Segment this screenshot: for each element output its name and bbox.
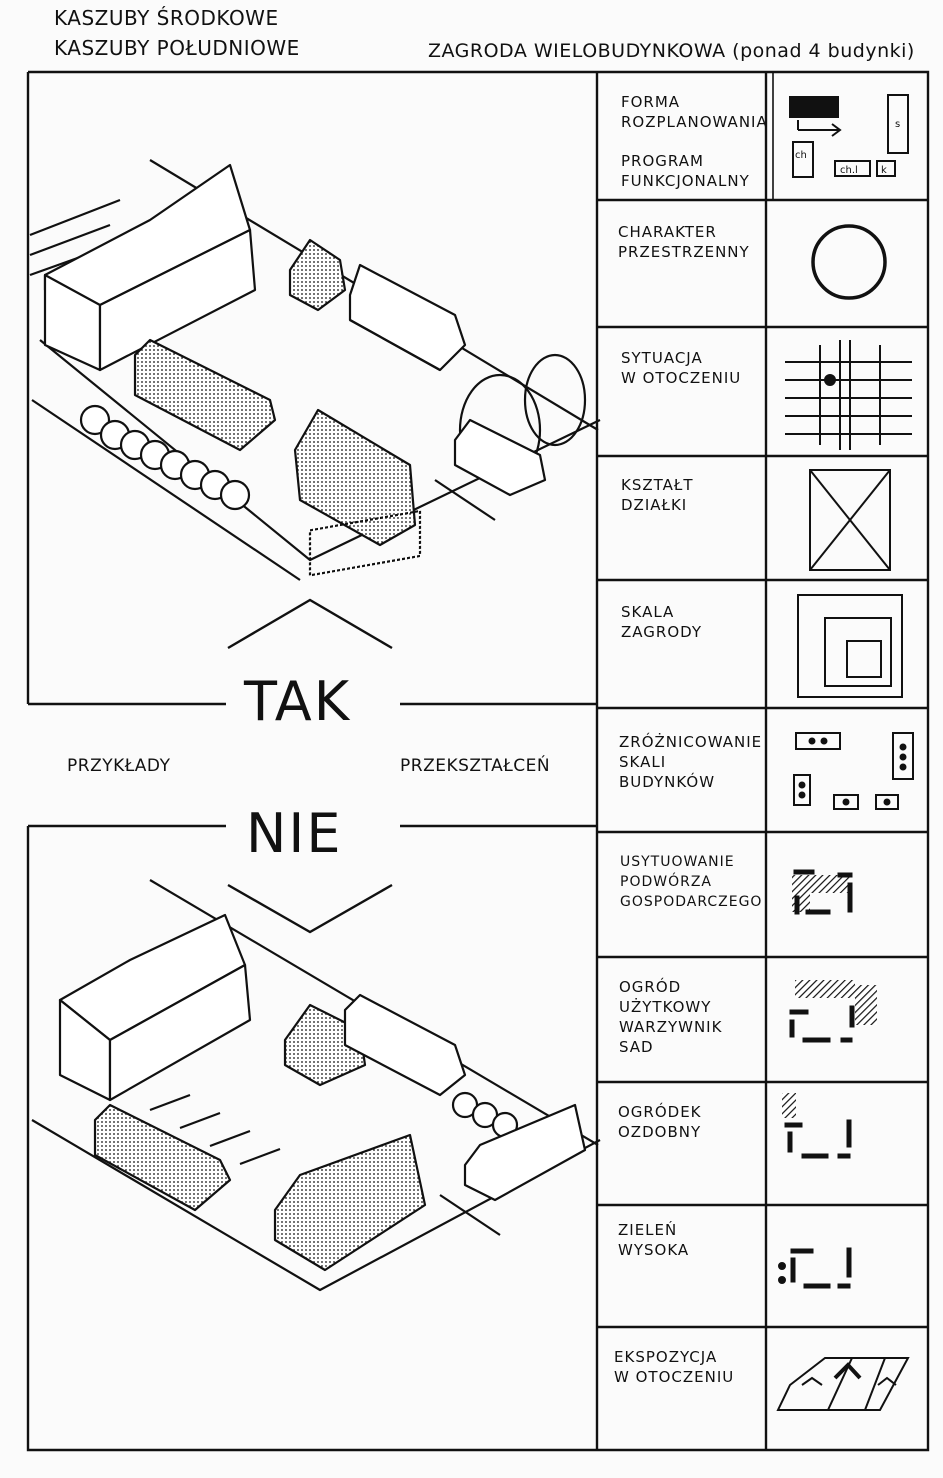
plot-shape-symbol — [809, 469, 891, 571]
farm-scale-symbol — [797, 594, 903, 698]
criterion-tall-greenery: ZIELEŃ WYSOKA — [618, 1221, 690, 1259]
label-ch: ch — [795, 150, 807, 161]
criterion-exposure: EKSPOZYCJA W OTOCZENIU — [614, 1348, 735, 1386]
region-line-2: KASZUBY POŁUDNIOWE — [54, 36, 300, 60]
criterion-farm-scale: SKALA ZAGRODY — [621, 603, 703, 641]
criterion-building-scale: ZRÓŻNICOWANIE SKALI BUDYNKÓW — [619, 733, 763, 791]
ornamental-garden-symbol — [782, 1093, 852, 1159]
outer-frame — [26, 70, 930, 1452]
criterion-layout-form: FORMA ROZPLANOWANIA — [621, 93, 768, 131]
good-farmstead-illustration — [29, 159, 601, 581]
region-line-1: KASZUBY ŚRODKOWE — [54, 6, 279, 30]
criteria-row-lines — [597, 198, 928, 1329]
label-chl: ch.l — [840, 165, 858, 176]
criterion-situation: SYTUACJA W OTOCZENIU — [621, 349, 742, 387]
layout-form-symbol — [789, 94, 909, 178]
criterion-functional-program: PROGRAM FUNKCJONALNY — [621, 152, 750, 190]
yes-label: TAK — [244, 670, 352, 733]
label-s: s — [895, 119, 900, 130]
down-chevron — [227, 883, 393, 934]
up-chevron — [227, 598, 393, 650]
bad-farmstead-illustration — [31, 879, 601, 1292]
criterion-yard-placement: USYTUOWANIE PODWÓRZA GOSPODARCZEGO — [620, 854, 763, 910]
situation-grid-symbol — [785, 340, 912, 450]
no-label: NIE — [246, 802, 343, 865]
criterion-spatial-character: CHARAKTER PRZESTRZENNY — [618, 223, 750, 261]
transformations-label: PRZEKSZTAŁCEŃ — [400, 756, 551, 776]
criterion-utility-garden: OGRÓD UŻYTKOWY WARZYWNIK SAD — [619, 978, 723, 1056]
label-k: k — [881, 165, 887, 176]
yard-placement-symbol — [792, 869, 853, 915]
tall-greenery-symbol — [778, 1247, 852, 1289]
examples-label: PRZYKŁADY — [67, 756, 171, 776]
spatial-character-symbol — [811, 224, 887, 300]
criterion-ornamental-garden: OGRÓDEK OZDOBNY — [618, 1103, 702, 1141]
criterion-plot-shape: KSZTAŁT DZIAŁKI — [621, 476, 694, 514]
sheet-title: ZAGRODA WIELOBUDYNKOWA (ponad 4 budynki) — [428, 40, 915, 62]
orchard-symbol — [789, 980, 877, 1043]
building-scale-symbol — [793, 732, 914, 810]
exposure-symbol — [776, 1357, 910, 1411]
